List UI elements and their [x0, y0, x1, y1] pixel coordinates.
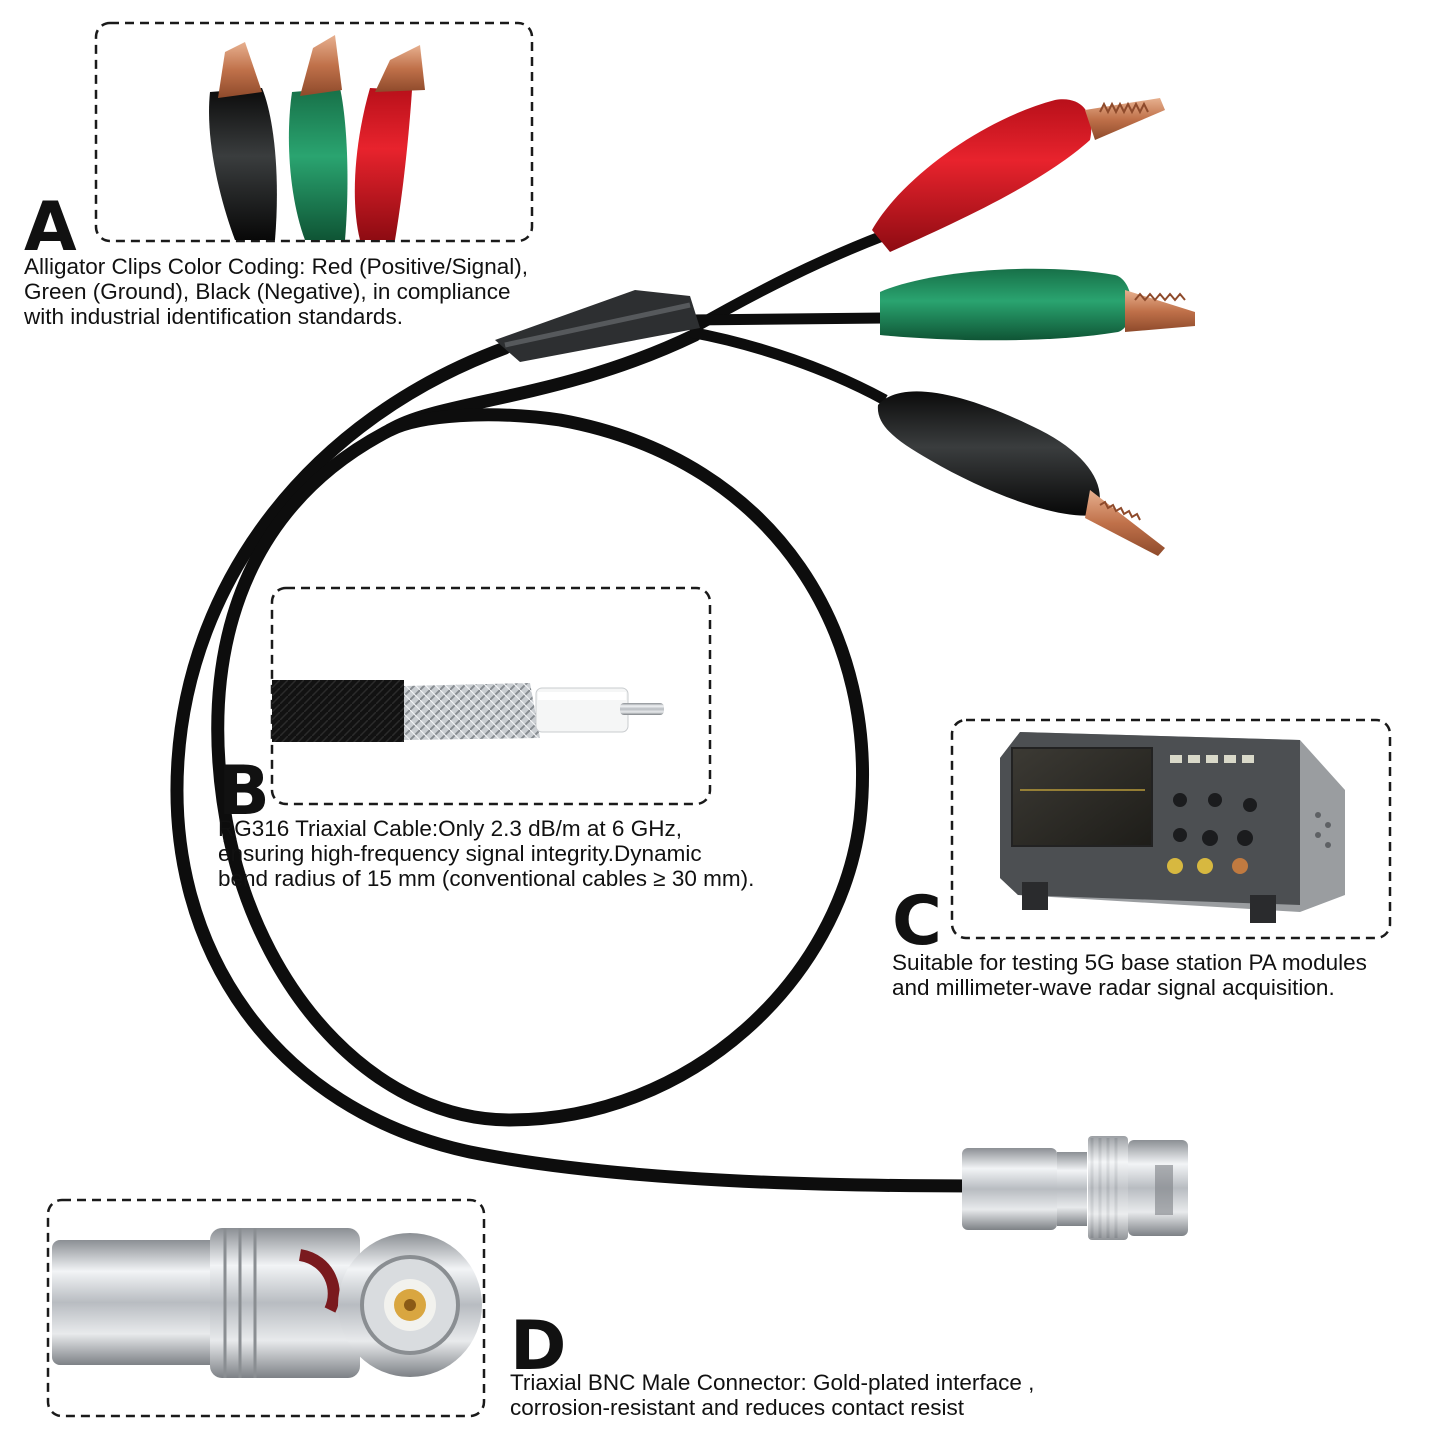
callout-box-c — [950, 718, 1392, 940]
caption-b-line-3: bend radius of 15 mm (conventional cable… — [218, 866, 755, 891]
section-letter-a: A — [24, 188, 77, 267]
caption-a-line-3: with industrial identification standards… — [24, 304, 403, 329]
main-cable — [170, 328, 982, 1193]
callout-box-a — [94, 21, 534, 243]
caption-b: RG316 Triaxial Cable:Only 2.3 dB/m at 6 … — [218, 816, 754, 891]
section-letter-d: D — [510, 1307, 567, 1386]
section-letter-b: B — [218, 752, 270, 831]
caption-b-line-2: ensuring high-frequency signal integrity… — [218, 841, 702, 866]
alligator-clip-black — [877, 391, 1165, 556]
cable-splitter — [495, 229, 888, 405]
caption-d-line-1: Triaxial BNC Male Connector: Gold-plated… — [510, 1370, 1035, 1395]
alligator-clip-green — [880, 268, 1195, 341]
clip-trio-photo — [209, 35, 425, 240]
caption-a-line-2: Green (Ground), Black (Negative), in com… — [24, 279, 511, 304]
caption-c-line-2: and millimeter-wave radar signal acquisi… — [892, 975, 1335, 1000]
coax-cable-cutaway-photo — [272, 680, 664, 742]
caption-c-line-1: Suitable for testing 5G base station PA … — [892, 950, 1367, 975]
callout-box-b — [270, 586, 712, 806]
alligator-clip-red — [872, 98, 1165, 252]
oscilloscope-photo — [1000, 732, 1345, 923]
bnc-connector-closeup-photo — [52, 1228, 482, 1378]
caption-d-line-2: corrosion-resistant and reduces contact … — [510, 1395, 964, 1420]
section-letter-c: C — [892, 882, 942, 961]
callout-box-d — [46, 1198, 486, 1418]
bnc-connector-main — [962, 1136, 1188, 1240]
caption-d: Triaxial BNC Male Connector: Gold-plated… — [510, 1370, 1034, 1420]
caption-a-line-1: Alligator Clips Color Coding: Red (Posit… — [24, 254, 528, 279]
caption-c: Suitable for testing 5G base station PA … — [892, 950, 1367, 1000]
caption-a: Alligator Clips Color Coding: Red (Posit… — [24, 254, 528, 329]
caption-b-line-1: RG316 Triaxial Cable:Only 2.3 dB/m at 6 … — [218, 816, 682, 841]
